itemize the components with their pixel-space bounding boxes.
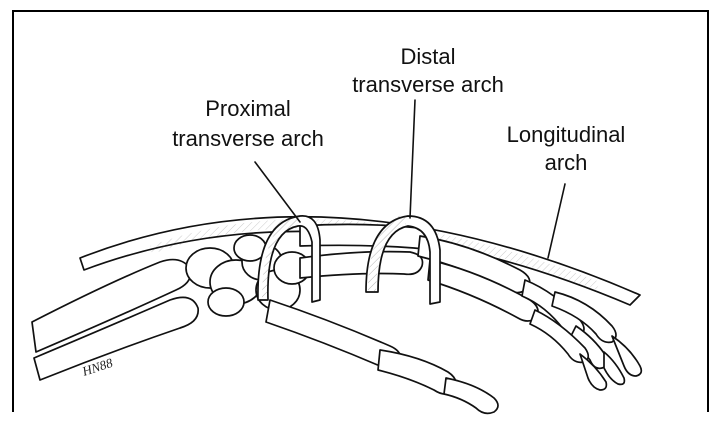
longitudinal-arch-label-line1: Longitudinal bbox=[507, 122, 626, 147]
proximal-arch-leader-line bbox=[255, 162, 300, 222]
distal-arch-label-line1: Distal bbox=[400, 44, 455, 69]
proximal-arch-label-line1: Proximal bbox=[205, 96, 291, 121]
carpal-bones bbox=[186, 235, 310, 316]
longitudinal-arch-leader-line bbox=[548, 184, 565, 258]
proximal-arch-label-line2: transverse arch bbox=[172, 126, 324, 151]
longitudinal-arch-label-line2: arch bbox=[545, 150, 588, 175]
forearm-bones bbox=[32, 260, 198, 380]
distal-arch-leader-line bbox=[410, 100, 415, 218]
thumb-bones bbox=[378, 350, 498, 413]
distal-arch-label-line2: transverse arch bbox=[352, 72, 504, 97]
